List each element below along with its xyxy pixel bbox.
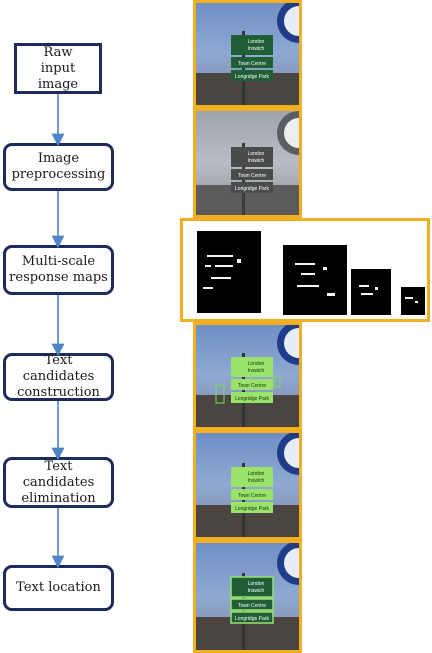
sign-text-middle: Town Centre: [238, 493, 266, 499]
sign-text-line1: London: [248, 39, 265, 45]
sign-text-middle: Town Centre: [238, 603, 266, 609]
sign-text-line2: Inswich: [248, 368, 265, 374]
sign-text-bottom: Longridge Park: [235, 506, 269, 512]
step-label-line2: preprocessing: [11, 167, 106, 182]
sign-text-middle: Town Centre: [238, 383, 266, 389]
sign-text-bottom: Longridge Park: [235, 396, 269, 402]
raw-image-panel: London Inswich Town Centre Longridge Par…: [193, 0, 302, 108]
candidates-construction-panel: London Inswich Town Centre Longridge Par…: [193, 322, 302, 430]
response-map-scale-2: [283, 245, 347, 315]
response-map-scale-1: [197, 231, 261, 313]
preprocessed-image-panel: London Inswich Town Centre Longridge Par…: [193, 108, 302, 218]
text-location-panel: London Inswich Town Centre Longridge Par…: [193, 540, 302, 653]
sign-text-line1: London: [248, 361, 265, 367]
step-label-line1: Text location: [16, 580, 101, 595]
sign-text-bottom: Longridge Park: [235, 186, 269, 192]
sign-text-line2: Inswich: [248, 478, 265, 484]
candidates-elimination-panel: London Inswich Town Centre Longridge Par…: [193, 430, 302, 540]
sign-text-line1: London: [248, 471, 265, 477]
step-label-line2: elimination: [21, 490, 96, 506]
sign-text-bottom: Longridge Park: [235, 616, 269, 622]
sign-text-middle: Town Centre: [238, 173, 266, 179]
sign-text-line1: London: [248, 581, 265, 587]
sign-text-middle: Town Centre: [238, 61, 266, 67]
sign-text-line2: Inswich: [248, 46, 265, 52]
sign-text-bottom: Longridge Park: [235, 74, 269, 80]
sign-text-line2: Inswich: [248, 158, 265, 164]
step-label-line1: Image: [37, 151, 80, 166]
step-label-line2: response maps: [9, 270, 108, 285]
response-maps-panel: [180, 218, 430, 322]
response-map-scale-4: [401, 287, 425, 315]
sign-text-line1: London: [248, 151, 265, 157]
step-label-line2: input image: [37, 60, 79, 92]
response-map-scale-3: [351, 269, 391, 315]
step-label-line1: Raw: [43, 44, 73, 60]
step-label-line2: construction: [17, 385, 100, 400]
sign-text-line2: Inswich: [248, 588, 265, 594]
step-label-line1: Text candidates: [22, 458, 95, 490]
step-label-line1: Text candidates: [22, 353, 95, 384]
step-label-line1: Multi-scale: [21, 254, 96, 269]
